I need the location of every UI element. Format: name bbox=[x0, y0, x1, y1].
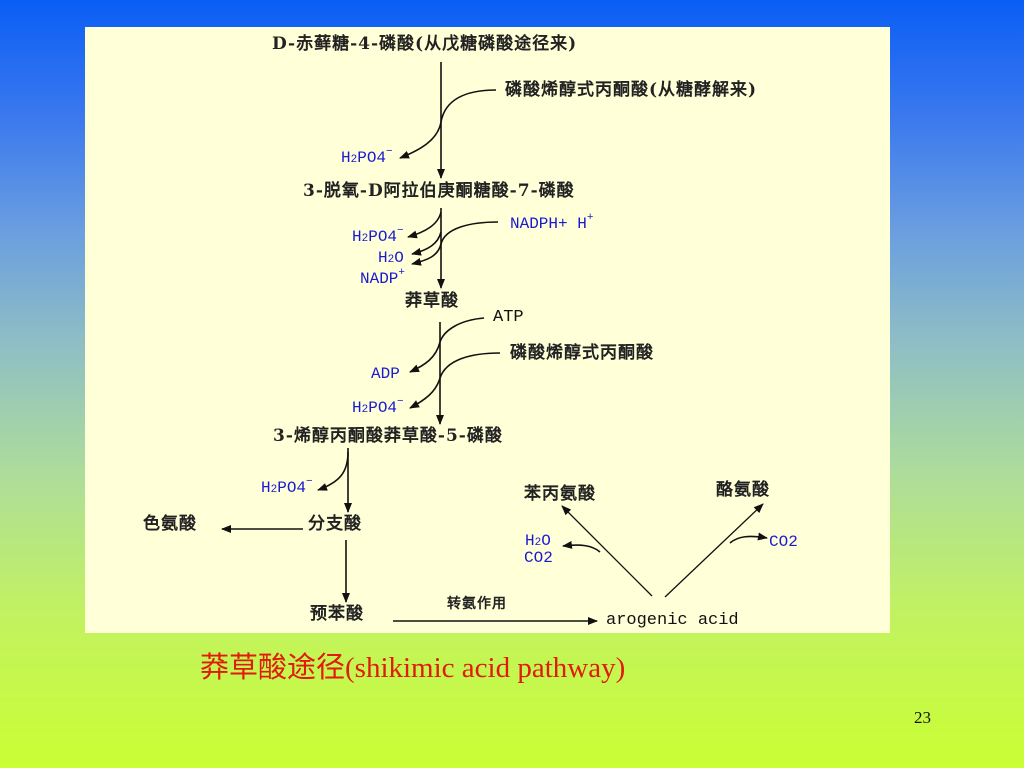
arrow-arogenate-to-tyr bbox=[664, 503, 764, 598]
arrow-atp-in bbox=[409, 317, 485, 373]
cofactor-h2po4-4: H2PO4− bbox=[261, 476, 313, 497]
compound-prephenate: 预苯酸 bbox=[310, 604, 364, 624]
cofactor-adp: ADP bbox=[371, 365, 400, 383]
compound-pep-glycolysis: 磷酸烯醇式丙酮酸(从糖酵解来) bbox=[505, 80, 758, 100]
cofactor-h2po4-1: H2PO4− bbox=[341, 146, 393, 167]
compound-shikimate: 莽草酸 bbox=[405, 291, 459, 311]
cofactor-h2o-1: H2O bbox=[378, 249, 404, 267]
compound-arogenate: arogenic acid bbox=[606, 611, 739, 630]
arrow-pep2-in bbox=[409, 352, 501, 409]
cofactor-h2po4-3: H2PO4− bbox=[352, 396, 404, 417]
arrow-h2po4-out-2 bbox=[317, 451, 349, 491]
compound-tryptophan: 色氨酸 bbox=[143, 514, 197, 534]
cofactor-h2o-2: H2O bbox=[525, 532, 551, 550]
arrow-h2po4-out bbox=[407, 211, 442, 239]
arrow-h2o-co2-out bbox=[562, 540, 601, 553]
arrow-pep-in bbox=[399, 89, 497, 159]
arrow-co2-out bbox=[729, 532, 768, 544]
compound-chorismate: 分支酸 bbox=[308, 514, 362, 534]
compound-epsp: 3-烯醇丙酮酸莽草酸-5-磷酸 bbox=[273, 426, 503, 446]
arrow-h2o-out bbox=[411, 231, 442, 256]
slide-caption: 莽草酸途径(shikimic acid pathway) bbox=[200, 652, 626, 684]
compound-tyrosine: 酪氨酸 bbox=[716, 480, 770, 500]
diagram-panel bbox=[85, 27, 890, 633]
cofactor-nadp: NADP+ bbox=[360, 267, 406, 288]
arrow-nadph-in bbox=[411, 221, 499, 266]
cofactor-nadph: NADPH+ H+ bbox=[510, 212, 594, 233]
compound-phenylalanine: 苯丙氨酸 bbox=[524, 484, 596, 504]
cofactor-h2po4-2: H2PO4− bbox=[352, 225, 404, 246]
reaction-label-transamination: 转氨作用 bbox=[447, 596, 507, 612]
cofactor-co2-2: CO2 bbox=[769, 533, 798, 551]
compound-e4p: D-赤藓糖-4-磷酸(从戊糖磷酸途径来) bbox=[272, 34, 578, 54]
compound-pep: 磷酸烯醇式丙酮酸 bbox=[510, 343, 654, 363]
cofactor-co2-1: CO2 bbox=[524, 549, 553, 567]
cofactor-atp: ATP bbox=[493, 308, 524, 327]
page-number: 23 bbox=[914, 708, 931, 727]
compound-dahp: 3-脱氧-D阿拉伯庚酮糖酸-7-磷酸 bbox=[303, 181, 575, 201]
arrow-arogenate-to-phe bbox=[561, 505, 653, 597]
